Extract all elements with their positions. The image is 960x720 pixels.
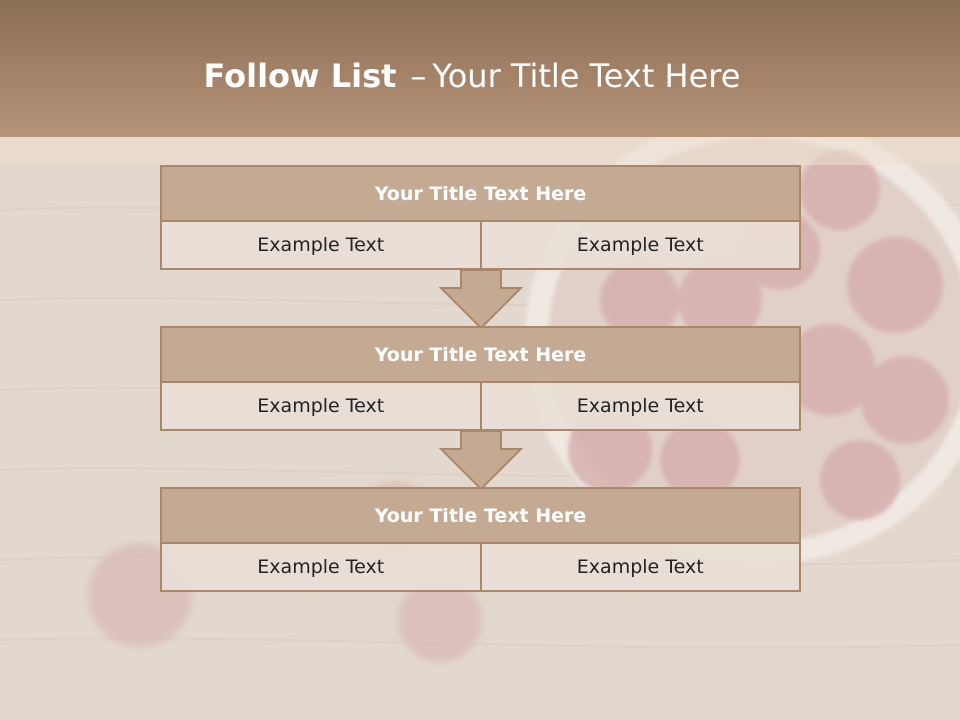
list-block-row: Example Text Example Text (160, 542, 801, 592)
title-band-strip (0, 137, 960, 165)
list-block-cell-left: Example Text (160, 542, 482, 592)
list-block-2: Your Title Text Here Example Text Exampl… (160, 326, 801, 431)
list-block-cell-right: Example Text (479, 542, 801, 592)
list-block-cell-right: Example Text (479, 220, 801, 270)
list-block-cell-right: Example Text (479, 381, 801, 431)
list-block-title: Your Title Text Here (160, 487, 801, 544)
list-block-title: Your Title Text Here (160, 326, 801, 383)
title-band (0, 0, 960, 137)
list-block-cell-left: Example Text (160, 220, 482, 270)
down-arrow-icon (439, 431, 523, 491)
down-arrow-icon (439, 270, 523, 330)
slide-title: Follow List–Your Title Text Here (0, 52, 944, 100)
slide-title-main: Follow List (203, 57, 397, 95)
list-block-title: Your Title Text Here (160, 165, 801, 222)
list-block-1: Your Title Text Here Example Text Exampl… (160, 165, 801, 270)
list-block-row: Example Text Example Text (160, 220, 801, 270)
slide-title-separator: – (410, 57, 427, 95)
list-block-cell-left: Example Text (160, 381, 482, 431)
list-block-3: Your Title Text Here Example Text Exampl… (160, 487, 801, 592)
slide-title-subtitle: Your Title Text Here (432, 57, 741, 95)
list-block-row: Example Text Example Text (160, 381, 801, 431)
